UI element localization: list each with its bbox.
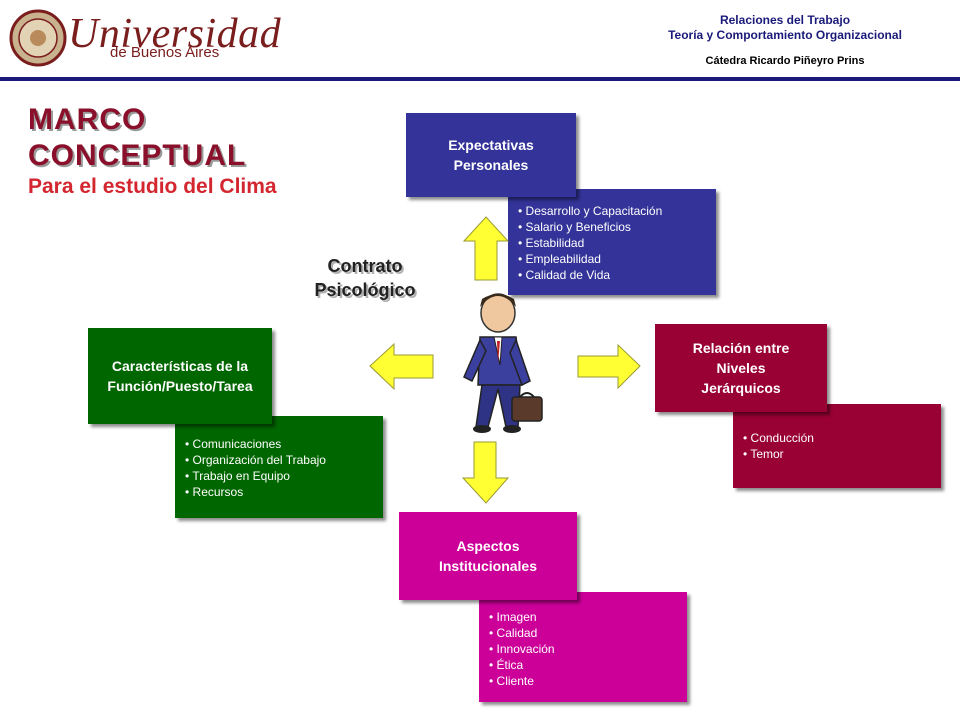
node-left-title-2: Función/Puesto/Tarea <box>107 378 253 394</box>
node-right-title-1: Relación entre <box>692 340 790 356</box>
node-bottom-body: Imagen Calidad Innovación Ética Cliente <box>479 592 687 702</box>
center-label-line-1: Contrato <box>327 256 403 276</box>
node-left-list: Comunicaciones Organización del Trabajo … <box>175 416 383 500</box>
list-item: Organización del Trabajo <box>185 452 383 468</box>
list-item: Temor <box>743 446 941 462</box>
logo-subtitle: de Buenos Aires <box>110 44 220 61</box>
list-item: Recursos <box>185 484 383 500</box>
arrow-up <box>462 216 510 281</box>
list-item: Desarrollo y Capacitación <box>518 203 716 219</box>
center-label: Contrato Psicológico <box>290 254 440 302</box>
node-left-body: Comunicaciones Organización del Trabajo … <box>175 416 383 518</box>
list-item: Conducción <box>743 430 941 446</box>
node-left-title-1: Características de la <box>111 358 249 374</box>
arrow-left <box>369 342 434 391</box>
title-line-2: CONCEPTUAL <box>28 139 247 172</box>
title-line-1: MARCO <box>28 103 147 136</box>
node-right-body: Conducción Temor <box>733 404 941 488</box>
header-subject: Teoría y Comportamiento Organizacional <box>668 28 902 42</box>
page-title: MARCO CONCEPTUAL <box>28 102 246 174</box>
businessman-icon <box>463 293 543 433</box>
list-item: Innovación <box>489 641 687 657</box>
list-item: Calidad de Vida <box>518 267 716 283</box>
arrow-down <box>461 441 510 504</box>
list-item: Comunicaciones <box>185 436 383 452</box>
list-item: Salario y Beneficios <box>518 219 716 235</box>
header-chair: Cátedra Ricardo Piñeyro Prins <box>705 55 865 67</box>
node-top-body: Desarrollo y Capacitación Salario y Bene… <box>508 189 716 295</box>
center-label-line-2: Psicológico <box>314 280 416 300</box>
logo-wordmark: Universidad <box>68 11 282 57</box>
list-item: Estabilidad <box>518 235 716 251</box>
list-item: Ética <box>489 657 687 673</box>
node-right-title-2: Niveles <box>716 360 766 376</box>
node-top-list: Desarrollo y Capacitación Salario y Bene… <box>508 189 716 283</box>
node-right-title-3: Jerárquicos <box>701 380 781 396</box>
list-item: Calidad <box>489 625 687 641</box>
node-top-title-2: Personales <box>453 157 529 173</box>
node-left-header: Características de la Función/Puesto/Tare… <box>88 328 272 424</box>
university-seal-icon <box>9 9 67 67</box>
arrow-right <box>577 343 641 390</box>
list-item: Empleabilidad <box>518 251 716 267</box>
node-bottom-list: Imagen Calidad Innovación Ética Cliente <box>479 592 687 689</box>
header-course: Relaciones del Trabajo <box>719 13 851 27</box>
node-right-list: Conducción Temor <box>733 404 941 462</box>
list-item: Trabajo en Equipo <box>185 468 383 484</box>
node-bottom-title-2: Institucionales <box>438 558 538 574</box>
page-subtitle: Para el estudio del Clima <box>28 175 277 198</box>
node-top-title-1: Expectativas <box>448 137 534 153</box>
university-logo <box>8 6 238 70</box>
header-divider <box>0 77 960 81</box>
node-bottom-title-1: Aspectos <box>456 538 520 554</box>
list-item: Imagen <box>489 609 687 625</box>
list-item: Cliente <box>489 673 687 689</box>
